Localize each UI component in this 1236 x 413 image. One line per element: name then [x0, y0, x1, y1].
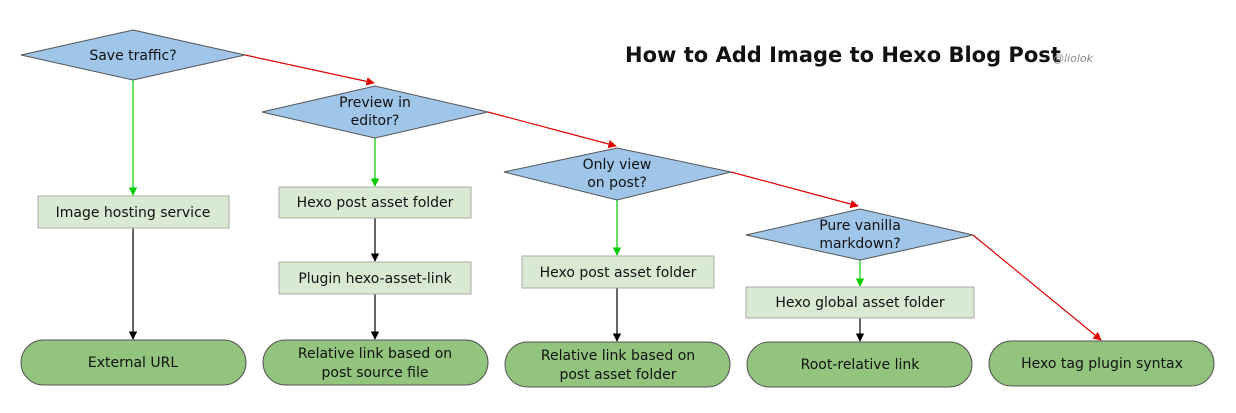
edge-save-to-preview — [244, 54, 375, 86]
terminal-label-line-2: post source file — [322, 365, 429, 381]
terminal-label-line-2: post asset folder — [559, 367, 676, 383]
process-label: Plugin hexo-asset-link — [298, 271, 452, 287]
terminal-hexo-tag-plugin-syntax: Hexo tag plugin syntax — [988, 340, 1215, 387]
decision-label-line-1: Preview in — [339, 95, 411, 111]
process-label: Hexo post asset folder — [540, 265, 697, 281]
decision-label-line-1: Pure vanilla — [819, 218, 901, 234]
terminal-label-line-1: Relative link based on — [541, 348, 695, 364]
decision-label-line-1: Only view — [583, 157, 652, 173]
terminal-label: Root-relative link — [801, 357, 921, 373]
diagram-title: How to Add Image to Hexo Blog Post — [625, 43, 1061, 67]
terminal-label: Hexo tag plugin syntax — [1021, 356, 1183, 372]
terminal-relative-link-source: Relative link based on post source file — [262, 339, 489, 386]
decision-label: Save traffic? — [89, 48, 176, 64]
terminal-external-url: External URL — [20, 339, 247, 386]
process-hexo-global-asset-folder: Hexo global asset folder — [745, 286, 975, 319]
decision-pure-vanilla-markdown: Pure vanilla markdown? — [745, 208, 974, 261]
decision-only-view-on-post: Only view on post? — [503, 147, 732, 201]
terminal-label: External URL — [88, 355, 179, 371]
process-hexo-post-asset-folder-2: Hexo post asset folder — [521, 255, 715, 289]
terminal-relative-link-asset: Relative link based on post asset folder — [504, 341, 731, 388]
process-label: Image hosting service — [56, 205, 211, 221]
author-credit: @liolok — [1053, 52, 1094, 65]
decision-preview-in-editor: Preview in editor? — [261, 85, 489, 139]
process-label: Hexo global asset folder — [775, 295, 945, 311]
edge-vanilla-to-tag-plugin — [972, 234, 1102, 341]
process-image-hosting-service: Image hosting service — [37, 195, 230, 229]
process-hexo-post-asset-folder-1: Hexo post asset folder — [278, 186, 472, 219]
process-plugin-hexo-asset-link: Plugin hexo-asset-link — [278, 261, 472, 295]
edge-preview-to-only-view — [487, 111, 617, 149]
terminal-label-line-1: Relative link based on — [298, 346, 452, 362]
terminal-root-relative-link: Root-relative link — [746, 341, 973, 388]
decision-label-line-2: on post? — [587, 175, 647, 191]
decision-save-traffic: Save traffic? — [20, 29, 246, 81]
decision-label-line-2: markdown? — [819, 236, 900, 252]
decision-label-line-2: editor? — [351, 113, 400, 129]
process-label: Hexo post asset folder — [297, 195, 454, 211]
edge-only-view-to-vanilla — [730, 171, 859, 209]
